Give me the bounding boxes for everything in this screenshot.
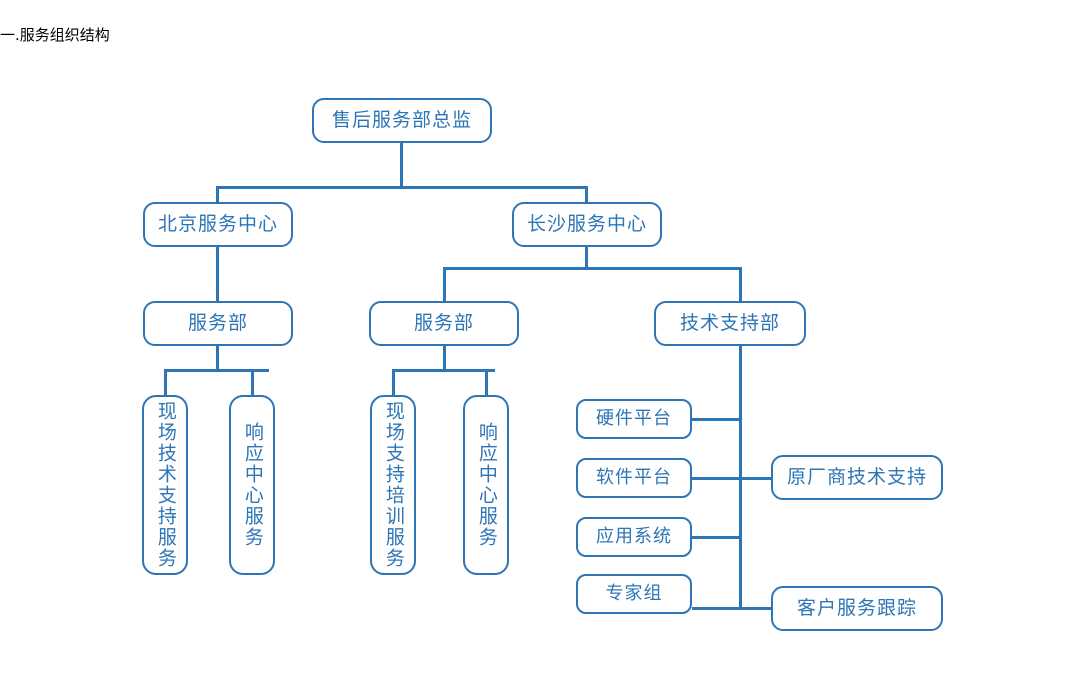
node-beijing-center-label: 北京服务中心 <box>157 212 278 235</box>
edge-cs-servicedept-stem <box>443 345 446 370</box>
edge-techsupport-to-application <box>692 536 742 539</box>
node-cs-field-training-label: 现场支持培训服务 <box>382 401 405 569</box>
edge-cs-to-field-training <box>392 369 395 396</box>
node-changsha-service-dept-label: 服务部 <box>413 311 474 334</box>
node-bj-response-center-label: 响应中心服务 <box>241 422 264 548</box>
node-software-platform[interactable]: 软件平台 <box>576 458 692 498</box>
node-application-system[interactable]: 应用系统 <box>576 517 692 557</box>
edge-changsha-to-techsupport <box>739 267 742 302</box>
node-expert-group-label: 专家组 <box>605 582 663 604</box>
node-expert-group[interactable]: 专家组 <box>576 574 692 614</box>
edge-techsupport-to-hardware <box>692 418 742 421</box>
node-bj-response-center[interactable]: 响应中心服务 <box>229 395 275 575</box>
node-bj-field-tech-label: 现场技术支持服务 <box>154 401 177 569</box>
edge-bj-to-response-center <box>251 369 254 396</box>
edge-techsupport-to-expert <box>692 607 742 610</box>
edge-changsha-bus <box>443 267 740 270</box>
node-beijing-center[interactable]: 北京服务中心 <box>143 202 293 247</box>
edge-techsupport-to-software <box>692 477 742 480</box>
edge-bj-servicedept-bus <box>164 369 269 372</box>
edge-cs-servicedept-bus <box>392 369 495 372</box>
node-cs-response-center-label: 响应中心服务 <box>475 422 498 548</box>
node-customer-tracking[interactable]: 客户服务跟踪 <box>771 586 943 631</box>
node-beijing-service-dept[interactable]: 服务部 <box>143 301 293 346</box>
node-application-system-label: 应用系统 <box>596 525 672 547</box>
node-tech-support-dept-label: 技术支持部 <box>679 311 780 334</box>
node-tech-support-dept[interactable]: 技术支持部 <box>654 301 806 346</box>
node-beijing-service-dept-label: 服务部 <box>187 311 248 334</box>
node-cs-response-center[interactable]: 响应中心服务 <box>463 395 509 575</box>
edge-beijing-to-servicedept <box>216 246 219 302</box>
edge-bj-to-field-tech <box>164 369 167 396</box>
node-oem-tech-support[interactable]: 原厂商技术支持 <box>771 455 943 500</box>
node-changsha-center[interactable]: 长沙服务中心 <box>512 202 662 247</box>
node-customer-tracking-label: 客户服务跟踪 <box>796 596 917 619</box>
edge-changsha-to-servicedept <box>443 267 446 302</box>
node-director-label: 售后服务部总监 <box>331 108 472 131</box>
node-bj-field-tech[interactable]: 现场技术支持服务 <box>142 395 188 575</box>
node-director[interactable]: 售后服务部总监 <box>312 98 492 143</box>
node-cs-field-training[interactable]: 现场支持培训服务 <box>370 395 416 575</box>
edge-cs-to-response-center <box>485 369 488 396</box>
node-changsha-service-dept[interactable]: 服务部 <box>369 301 519 346</box>
node-hardware-platform-label: 硬件平台 <box>596 407 672 429</box>
edge-director-to-beijing <box>216 186 219 204</box>
node-oem-tech-support-label: 原厂商技术支持 <box>786 465 927 488</box>
node-software-platform-label: 软件平台 <box>596 466 672 488</box>
node-changsha-center-label: 长沙服务中心 <box>526 212 647 235</box>
edge-techsupport-to-oem <box>739 477 775 480</box>
page-title: 一.服务组织结构 <box>0 26 110 44</box>
edge-changsha-stem <box>585 246 588 268</box>
edge-director-bus <box>216 186 588 189</box>
node-hardware-platform[interactable]: 硬件平台 <box>576 399 692 439</box>
edge-director-to-changsha <box>585 186 588 204</box>
edge-director-stem <box>400 142 403 188</box>
edge-bj-servicedept-stem <box>216 345 219 370</box>
edge-techsupport-to-tracking <box>739 607 775 610</box>
